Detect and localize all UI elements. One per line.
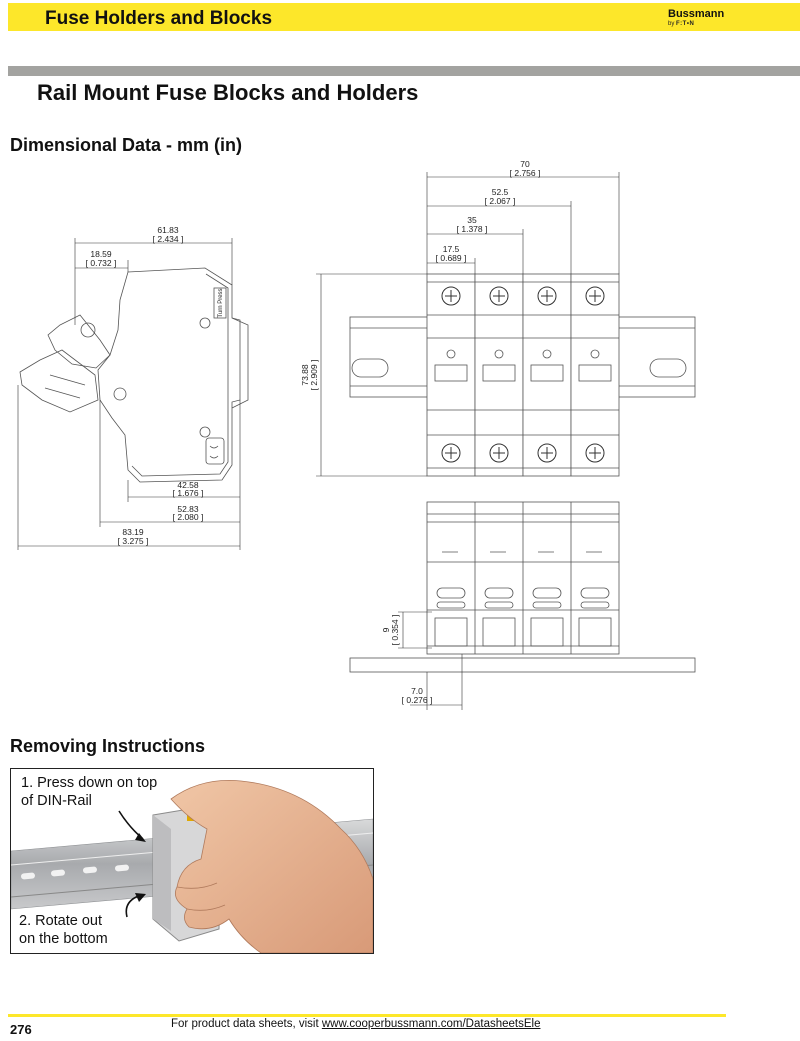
brand-logo: Bussmann by F:T•N (668, 8, 725, 28)
dim-9-mm: 9 (381, 627, 391, 632)
page-title: Rail Mount Fuse Blocks and Holders (37, 80, 419, 105)
dim-18-59-mm: 18.59 (90, 249, 112, 259)
dim-35-mm: 35 (467, 215, 477, 225)
dim-52-5-in: [ 2.067 ] (485, 196, 516, 206)
device-turn-press-label: Turn Press (218, 288, 224, 317)
dim-61-83-in: [ 2.434 ] (153, 234, 184, 244)
page-number: 276 (10, 1022, 32, 1037)
section-header-title: Fuse Holders and Blocks (45, 8, 273, 29)
dim-73-88-mm: 73.88 (300, 364, 310, 386)
removing-instructions-title: Removing Instructions (10, 736, 206, 756)
step-2-text: 2. Rotate out on the bottom (19, 913, 108, 947)
header-bar: Fuse Holders and Blocks Bussmann by F:T•… (8, 3, 800, 31)
brand-parent: F:T•N (676, 21, 695, 27)
dimensional-data-title: Dimensional Data - mm (in) (10, 135, 243, 155)
dimension-lines (17, 172, 620, 710)
datasheets-link[interactable]: www.cooperbussmann.com/DatasheetsEle (321, 1018, 541, 1030)
brand-byline: by F:T•N (668, 21, 724, 27)
dim-42-58-mm: 42.58 (177, 480, 199, 490)
removal-photo: 1. Press down on top of DIN-Rail 2. Rota… (10, 768, 374, 954)
dim-52-83-mm: 52.83 (177, 504, 199, 514)
brand-name: Bussmann (668, 8, 725, 20)
dim-35-in: [ 1.378 ] (457, 224, 488, 234)
dim-17-5-in: [ 0.689 ] (436, 253, 467, 263)
brand-by-word: by (668, 21, 675, 27)
dim-83-19-mm: 83.19 (122, 527, 144, 537)
dim-52-83-in: [ 2.080 ] (173, 512, 204, 522)
dim-7-0-in: [ 0.276 ] (402, 695, 433, 705)
removal-illustration (11, 780, 373, 953)
dimensional-drawing: 61.83 [ 2.434 ] 18.59 [ 0.732 ] 42.58 [ … (17, 159, 696, 710)
side-view-drawing (19, 267, 249, 483)
dim-83-19-in: [ 3.275 ] (118, 536, 149, 546)
dim-73-88-in: [ 2.909 ] (309, 360, 319, 391)
footer-text: For product data sheets, visit (171, 1018, 322, 1030)
divider-bar (8, 66, 800, 76)
dim-9-in: [ 0.354 ] (390, 615, 400, 646)
footer-rule (8, 1014, 726, 1017)
dim-61-83-mm: 61.83 (157, 225, 179, 235)
front-view-drawing (349, 273, 696, 477)
step-1-text: 1. Press down on top of DIN-Rail (21, 775, 158, 809)
bottom-view-drawing (349, 501, 696, 673)
dim-18-59-in: [ 0.732 ] (86, 258, 117, 268)
dim-7-0-mm: 7.0 (411, 686, 423, 696)
dim-52-5-mm: 52.5 (492, 187, 509, 197)
dim-42-58-in: [ 1.676 ] (173, 488, 204, 498)
dim-17-5-mm: 17.5 (443, 244, 460, 254)
dim-70-in: [ 2.756 ] (510, 168, 541, 178)
dim-70-mm: 70 (520, 159, 530, 169)
footer-note: For product data sheets, visit www.coope… (171, 1018, 540, 1030)
